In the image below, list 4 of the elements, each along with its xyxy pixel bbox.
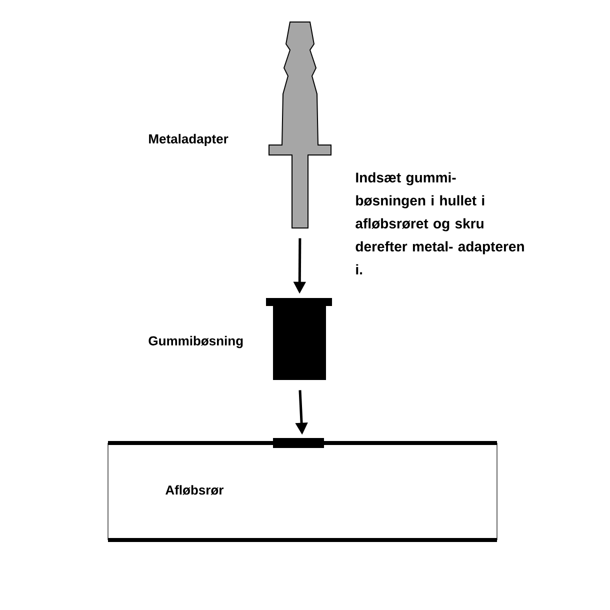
- part-label: Afløbsrør: [166, 485, 224, 495]
- part-label: Metaladapter: [149, 134, 228, 146]
- part-label: Gummibøsning: [148, 336, 243, 348]
- instruction-text: Indsæt gummi- bøsningen i hullet i afløbsrøret og skru derefter metal- adapteren i.: [356, 172, 524, 274]
